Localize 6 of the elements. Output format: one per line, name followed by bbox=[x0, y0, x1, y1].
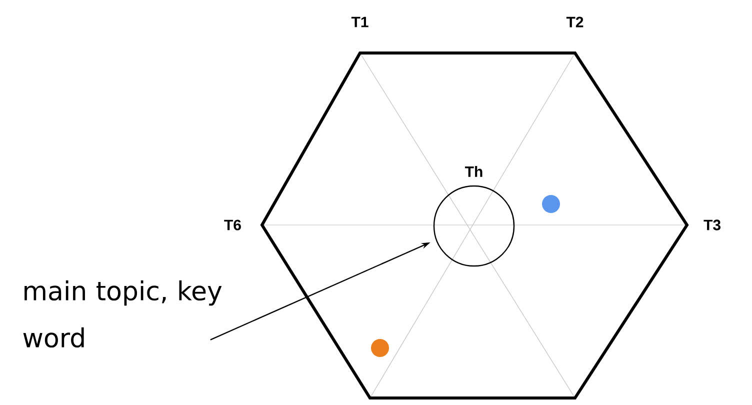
vertex-label: T6 bbox=[224, 220, 241, 230]
vertex-label: T1 bbox=[351, 16, 368, 28]
callout-text: main topic, key word bbox=[23, 280, 222, 348]
vertex-label: T2 bbox=[566, 16, 584, 28]
vertex-label: T3 bbox=[704, 220, 720, 230]
node-label: Th bbox=[465, 166, 482, 177]
